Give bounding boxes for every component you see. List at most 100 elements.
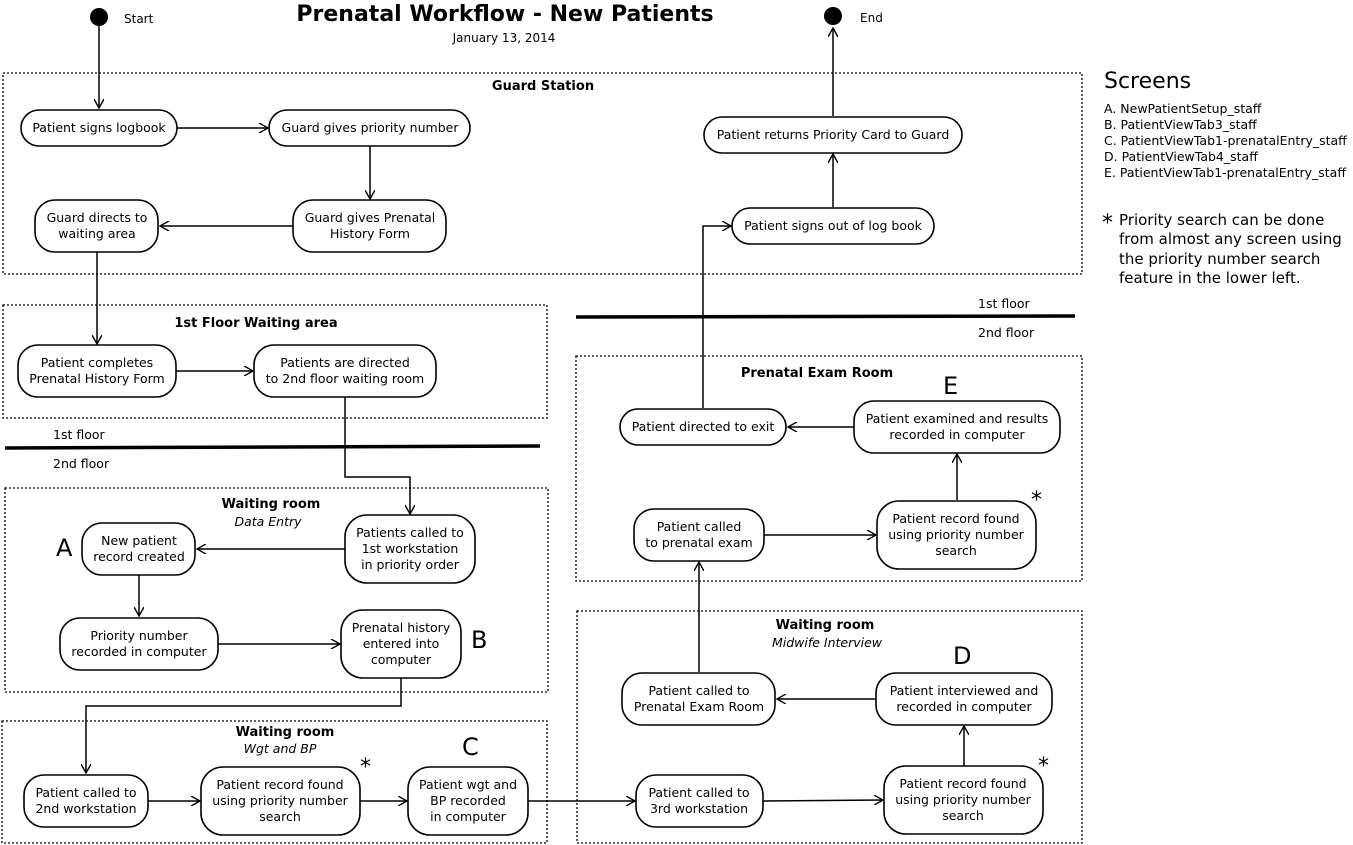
floor-label-2nd-right: 2nd floor: [978, 325, 1035, 340]
node-label-examined-1: Patient examined and results: [866, 411, 1049, 426]
node-label-called-exam-2: to prenatal exam: [645, 535, 752, 550]
end-label: End: [860, 11, 883, 25]
node-label-record-found-3-2: using priority number: [895, 792, 1031, 807]
node-label-signs-out: Patient signs out of log book: [744, 218, 923, 233]
node-label-returns-card: Patient returns Priority Card to Guard: [717, 127, 950, 142]
edge-directed-called1st: [344, 397, 410, 514]
node-new-record: [81, 522, 196, 576]
zone-subtitle-wgt: Wgt and BP: [244, 741, 317, 756]
screens-item-c: C. PatientViewTab1-prenatalEntry_staff: [1104, 133, 1347, 148]
node-signs-out: [731, 207, 935, 245]
zone-title-data-entry: Waiting room: [222, 497, 321, 512]
node-label-new-record-2: record created: [93, 549, 185, 564]
node-label-prenatal-form-2: History Form: [330, 226, 410, 241]
note-line-3: the priority number search: [1119, 250, 1320, 268]
node-label-directed-2nd-2: to 2nd floor waiting room: [266, 371, 424, 386]
zone-title-guard: Guard Station: [492, 79, 594, 94]
node-directed-2nd: [253, 344, 437, 398]
floor-divider-right: [575, 314, 1076, 319]
edge-called3rd-found: [762, 800, 883, 801]
node-label-examined-2: recorded in computer: [889, 427, 1025, 442]
node-label-record-found-3-3: search: [942, 808, 984, 823]
floor-divider-left: [4, 444, 541, 450]
node-label-record-found-exam-1: Patient record found: [892, 511, 1019, 526]
floor-label-1st-right: 1st floor: [978, 296, 1031, 311]
node-label-history-entered-1: Prenatal history: [352, 620, 451, 635]
zone-subtitle-midwife: Midwife Interview: [772, 635, 883, 650]
screen-letter-e: E: [943, 372, 958, 400]
node-directs-waiting: [34, 199, 159, 253]
screens-item-a: A. NewPatientSetup_staff: [1104, 101, 1262, 116]
node-label-history-entered-2: entered into: [363, 636, 440, 651]
node-label-record-found-3-1: Patient record found: [899, 776, 1026, 791]
node-label-signs-logbook: Patient signs logbook: [32, 120, 166, 135]
screens-title: Screens: [1104, 69, 1191, 94]
node-signs-logbook: [20, 109, 178, 147]
node-label-interviewed-1: Patient interviewed and: [890, 683, 1039, 698]
node-label-called-3rd-2: 3rd workstation: [650, 801, 748, 816]
node-label-record-found-2-1: Patient record found: [216, 777, 343, 792]
diagram-title: Prenatal Workflow - New Patients: [296, 2, 713, 27]
node-label-wgt-bp-3: in computer: [430, 809, 507, 824]
start-label: Start: [124, 12, 154, 26]
node-wgt-bp: [407, 766, 529, 836]
node-label-wgt-bp-2: BP recorded: [430, 793, 506, 808]
priority-search-star-3: *: [1038, 754, 1049, 779]
node-record-found-exam: [876, 500, 1037, 570]
node-label-directs-waiting-2: waiting area: [58, 226, 135, 241]
node-history-entered: [340, 609, 462, 679]
screens-item-e: E. PatientViewTab1-prenatalEntry_staff: [1104, 165, 1346, 180]
note-line-1: Priority search can be done: [1119, 211, 1324, 229]
end-node: [824, 7, 842, 25]
node-called-1st: [344, 514, 476, 584]
diagram-date: January 13, 2014: [452, 31, 556, 45]
node-label-priority-recorded-2: recorded in computer: [71, 644, 207, 659]
node-prenatal-form: [292, 199, 447, 253]
node-directed-exit: [619, 408, 787, 446]
zone-subtitle-data-entry: Data Entry: [234, 514, 302, 529]
node-label-called-1st-2: 1st workstation: [362, 541, 459, 556]
node-completes-form: [17, 344, 177, 398]
node-label-prenatal-form-1: Guard gives Prenatal: [305, 210, 436, 225]
node-label-called-2nd-1: Patient called to: [35, 785, 136, 800]
floor-label-1st-left: 1st floor: [53, 427, 106, 442]
node-record-found-2: [200, 766, 361, 836]
node-called-2nd: [23, 774, 149, 828]
node-label-record-found-exam-2: using priority number: [888, 527, 1024, 542]
node-priority-number: [268, 109, 471, 147]
node-examined: [853, 400, 1061, 454]
edge-history-called2nd: [86, 678, 402, 773]
screen-letter-c: C: [462, 733, 479, 761]
screens-item-b: B. PatientViewTab3_staff: [1104, 117, 1257, 132]
screen-letter-a: A: [56, 534, 73, 562]
node-label-record-found-2-2: using priority number: [212, 793, 348, 808]
priority-search-star-2: *: [360, 755, 371, 780]
node-called-3rd: [635, 774, 764, 828]
node-label-called-3rd-1: Patient called to: [648, 785, 749, 800]
node-label-priority-recorded-1: Priority number: [90, 628, 188, 643]
zone-prenatal-exam-room: [575, 355, 1083, 582]
node-label-record-found-exam-3: search: [935, 543, 977, 558]
zone-title-midwife: Waiting room: [776, 618, 875, 633]
node-returns-card: [703, 116, 963, 154]
node-label-completes-form-2: Prenatal History Form: [29, 371, 164, 386]
node-label-wgt-bp-1: Patient wgt and: [419, 777, 517, 792]
node-label-called-exam-1: Patient called: [657, 519, 742, 534]
screen-letter-b: B: [471, 626, 487, 654]
node-label-completes-form-1: Patient completes: [41, 355, 153, 370]
zone-title-wgt: Waiting room: [236, 725, 335, 740]
node-label-called-exam-room-2: Prenatal Exam Room: [634, 699, 764, 714]
zone-midwife-interview: [576, 610, 1083, 844]
note-line-4: feature in the lower left.: [1119, 269, 1301, 287]
node-label-interviewed-2: recorded in computer: [896, 699, 1032, 714]
start-node: [90, 8, 108, 26]
screen-letter-d: D: [953, 642, 971, 670]
note-star: *: [1102, 211, 1113, 236]
edge-exit-signsout: [702, 226, 731, 408]
node-interviewed: [875, 672, 1053, 726]
node-label-priority-number: Guard gives priority number: [282, 120, 460, 135]
screens-item-d: D. PatientViewTab4_staff: [1104, 149, 1258, 164]
floor-label-2nd-left: 2nd floor: [53, 456, 110, 471]
zone-title-exam: Prenatal Exam Room: [741, 366, 893, 381]
